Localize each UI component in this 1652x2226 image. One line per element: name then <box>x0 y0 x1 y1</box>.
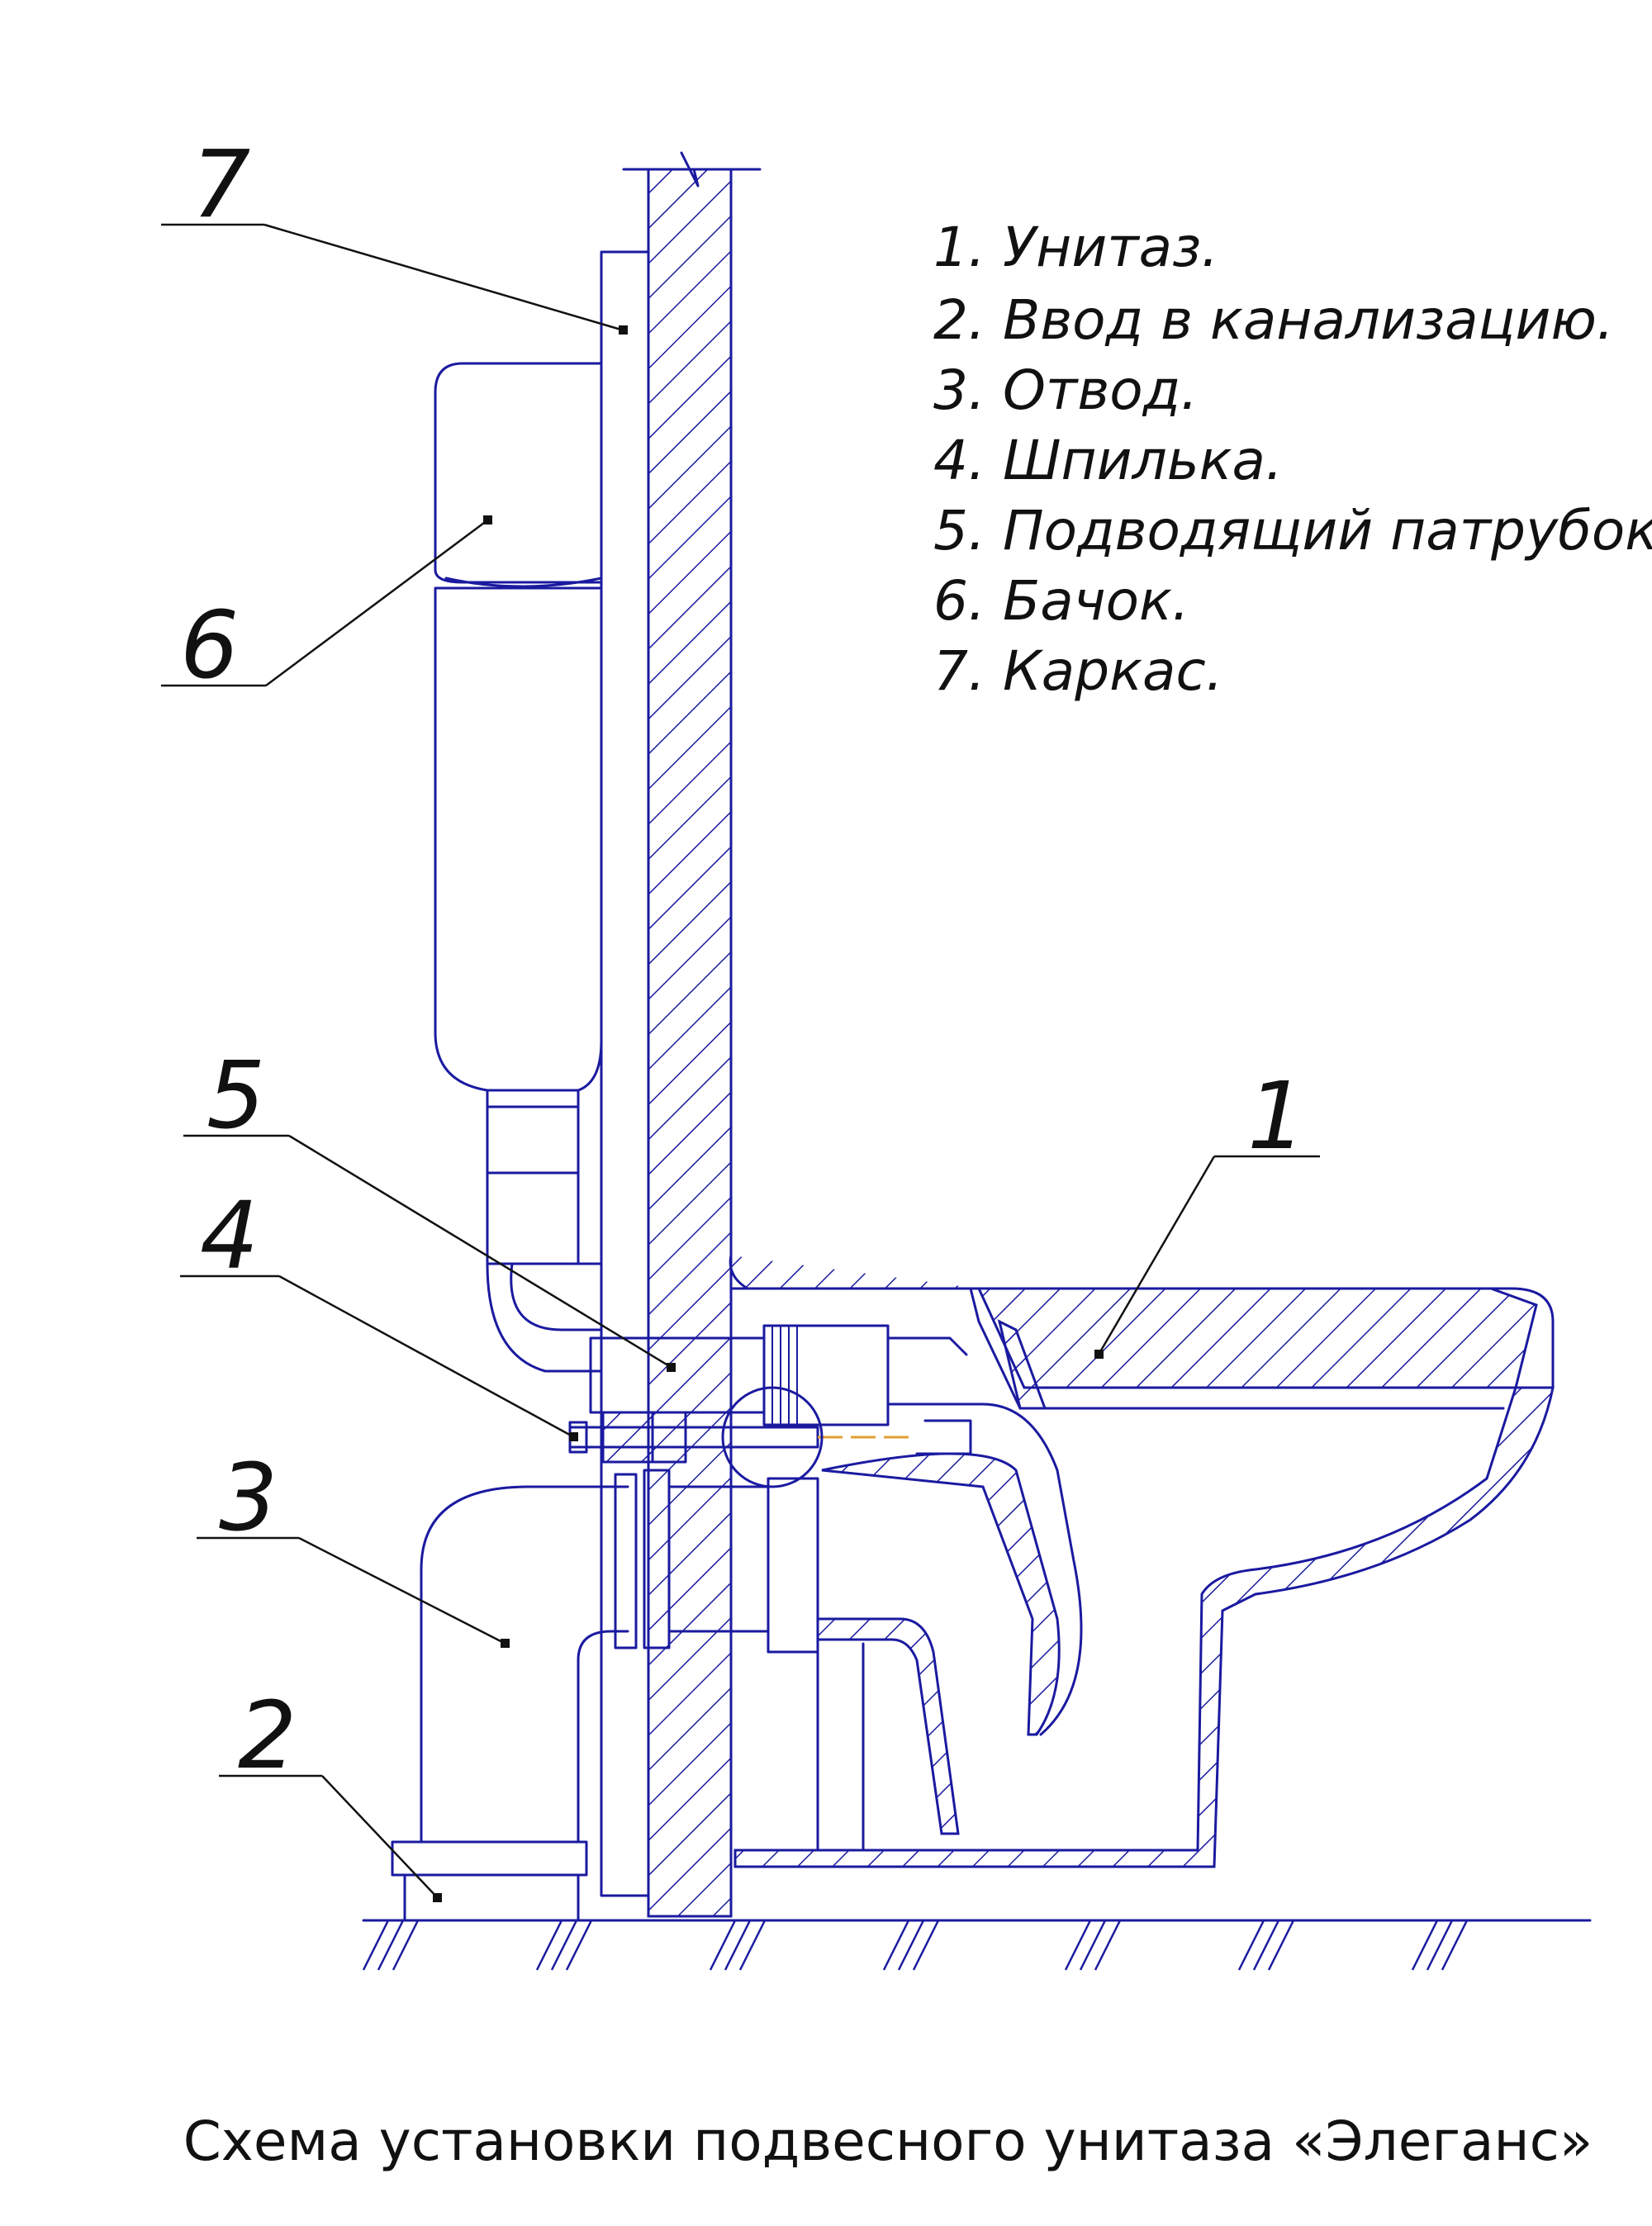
floor-hatch-line <box>535 1920 563 1971</box>
legend-item-6: 6. Бачок. <box>933 569 1189 633</box>
legend-item-1: 1. Унитаз. <box>933 216 1218 279</box>
floor-hatch-line <box>362 1920 390 1971</box>
svg-text:6: 6 <box>180 592 239 700</box>
floor-hatch-line <box>724 1920 752 1971</box>
floor-hatch-line <box>1411 1920 1439 1971</box>
floor-hatch-line <box>1237 1920 1265 1971</box>
legend-item-3: 3. Отвод. <box>933 358 1198 422</box>
callout-1: 1 <box>1094 1063 1320 1359</box>
callout-5: 5 <box>183 1042 676 1372</box>
floor-hatch-line <box>565 1920 593 1971</box>
cistern <box>434 362 603 1373</box>
svg-text:3: 3 <box>219 1445 278 1552</box>
floor-hatch-line <box>377 1920 405 1971</box>
callout-2: 2 <box>219 1683 442 1902</box>
diagram-caption: Схема установки подвесного унитаза «Элег… <box>183 2110 1593 2173</box>
svg-text:2: 2 <box>238 1683 297 1790</box>
floor-hatch-line <box>1426 1920 1454 1971</box>
floor-hatch-line <box>1267 1920 1295 1971</box>
svg-text:7: 7 <box>192 131 250 239</box>
floor-hatch-line <box>912 1920 940 1971</box>
svg-text:4: 4 <box>200 1183 259 1290</box>
floor <box>362 1919 1592 1971</box>
floor-hatch-line <box>882 1920 910 1971</box>
floor-hatch-line <box>550 1920 578 1971</box>
legend-item-4: 4. Шпилька. <box>933 429 1283 492</box>
callout-4: 4 <box>180 1183 578 1441</box>
floor-hatch-line <box>709 1920 737 1971</box>
floor-hatch-line <box>392 1920 420 1971</box>
floor-hatch-line <box>1064 1920 1092 1971</box>
wall <box>622 151 762 1918</box>
legend-item-7: 7. Каркас. <box>933 639 1223 703</box>
floor-hatch-line <box>897 1920 925 1971</box>
floor-hatch-line <box>1441 1920 1469 1971</box>
legend: 1. Унитаз. 2. Ввод в канализацию. 3. Отв… <box>933 216 1652 703</box>
floor-hatch-line <box>738 1920 767 1971</box>
legend-item-5: 5. Подводящий патрубок. <box>933 499 1652 562</box>
floor-hatch-line <box>1079 1920 1107 1971</box>
frame <box>600 250 650 1897</box>
legend-item-2: 2. Ввод в канализацию. <box>933 288 1614 352</box>
callout-6: 6 <box>161 515 492 700</box>
callout-3: 3 <box>197 1445 510 1648</box>
svg-text:5: 5 <box>206 1042 265 1150</box>
elbow <box>420 1469 819 1844</box>
stud <box>568 1386 917 1488</box>
toilet-bowl <box>729 1255 1555 1868</box>
callout-7: 7 <box>161 131 628 335</box>
floor-hatch-line <box>1094 1920 1122 1971</box>
floor-hatch-line <box>1252 1920 1280 1971</box>
svg-text:1: 1 <box>1247 1063 1306 1170</box>
inlet-pipe <box>589 1324 890 1426</box>
